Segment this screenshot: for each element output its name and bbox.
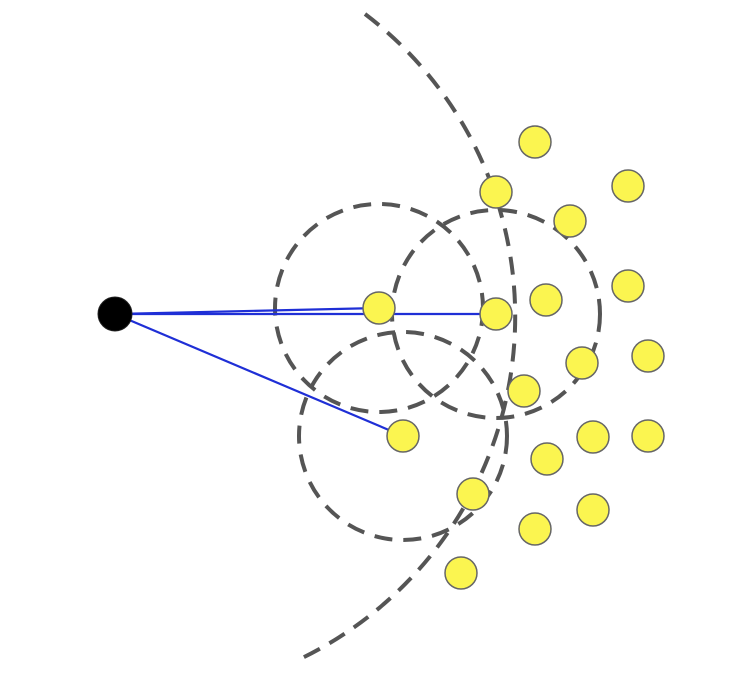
node-5 [611, 269, 645, 303]
node-9 [565, 346, 599, 380]
large-dashed-arc [297, 12, 518, 662]
node-10 [631, 339, 665, 373]
node-11 [507, 374, 541, 408]
node-19 [444, 556, 478, 590]
node-2 [611, 169, 645, 203]
node-7 [479, 297, 513, 331]
edge-group [114, 306, 496, 438]
origin-group [97, 296, 133, 332]
node-16 [456, 477, 490, 511]
node-group [362, 125, 665, 590]
node-17 [576, 493, 610, 527]
node-3 [479, 175, 513, 209]
node-4 [553, 204, 587, 238]
node-13 [631, 419, 665, 453]
edge-line-3 [114, 312, 404, 438]
node-14 [530, 442, 564, 476]
node-12 [576, 420, 610, 454]
node-6 [529, 283, 563, 317]
dashed-ring-3 [297, 330, 509, 542]
origin-node [97, 296, 133, 332]
node-18 [518, 512, 552, 546]
node-1 [518, 125, 552, 159]
dashed-ring-group [273, 12, 602, 662]
node-15 [386, 419, 420, 453]
node-8 [362, 291, 396, 325]
